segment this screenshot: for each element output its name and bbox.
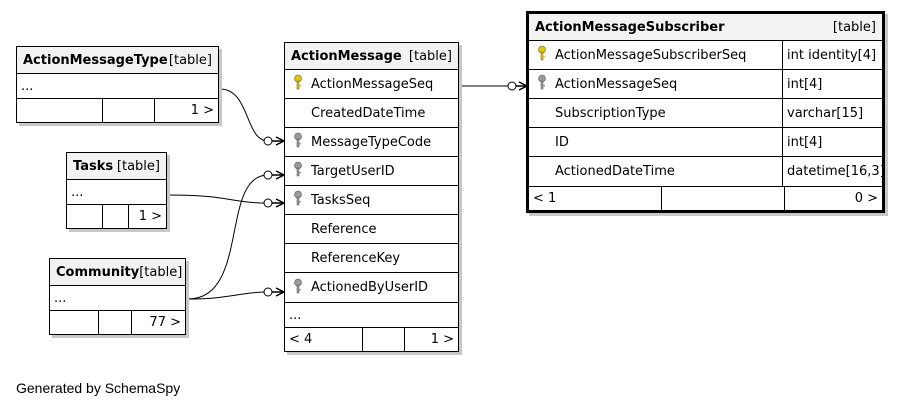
- table-header: ActionMessageType [table]: [17, 47, 218, 74]
- column-row[interactable]: ActionMessageSeq int[4]: [529, 70, 882, 99]
- column-type: int[4]: [782, 70, 882, 98]
- foreign-key-icon: [285, 161, 311, 181]
- parents-count[interactable]: < 4: [285, 328, 363, 351]
- table-header: Tasks [table]: [67, 153, 166, 180]
- table-name: ActionMessageSubscriber: [535, 19, 725, 35]
- parents-count[interactable]: < 1: [529, 187, 662, 210]
- foreign-key-icon: [285, 190, 311, 210]
- column-type: int[4]: [782, 128, 882, 156]
- more-columns: ...: [71, 184, 84, 200]
- table-header: ActionMessage [table]: [285, 43, 458, 70]
- more-columns: ...: [285, 302, 458, 327]
- column-type: datetime[16,3]: [782, 157, 885, 186]
- link-community-actioned: [187, 291, 269, 300]
- column-type: int identity[4]: [782, 41, 882, 69]
- children-count[interactable]: 1 >: [430, 332, 454, 347]
- table-kind: [table]: [168, 52, 212, 68]
- column-name: ID: [555, 134, 569, 150]
- link-tasks: [167, 194, 269, 204]
- column-name: ActionMessageSeq: [555, 76, 678, 92]
- primary-key-icon: [529, 45, 555, 65]
- table-name: ActionMessageType: [23, 52, 168, 68]
- table-footer: < 4 1 >: [285, 327, 458, 351]
- table-footer: 1 >: [67, 204, 166, 228]
- table-community[interactable]: Community [table] ... 77 >: [49, 258, 186, 335]
- table-kind: [table]: [139, 264, 183, 280]
- column-name: ActionedDateTime: [555, 164, 675, 179]
- column-name: ActionMessageSubscriberSeq: [555, 47, 747, 63]
- table-actionmessagesubscriber[interactable]: ActionMessageSubscriber [table] ActionMe…: [526, 11, 885, 213]
- children-count[interactable]: 77 >: [149, 315, 181, 330]
- table-kind: [table]: [408, 48, 452, 64]
- table-footer: < 1 0 >: [529, 186, 882, 210]
- more-columns: ...: [21, 78, 34, 94]
- foreign-key-icon: [529, 74, 555, 94]
- primary-key-icon: [285, 74, 311, 94]
- table-name: Tasks: [73, 158, 114, 174]
- table-tasks[interactable]: Tasks [table] ... 1 >: [66, 152, 167, 229]
- column-row[interactable]: ReferenceKey: [285, 244, 458, 273]
- table-name: Community: [56, 264, 140, 280]
- column-type: varchar[15]: [782, 99, 882, 127]
- column-row[interactable]: ActionedByUserID: [285, 273, 458, 302]
- column-row[interactable]: ActionMessageSubscriberSeq int identity[4…: [529, 41, 882, 70]
- foreign-key-icon: [285, 278, 311, 298]
- table-header: ActionMessageSubscriber [table]: [529, 14, 882, 41]
- column-list: ActionMessageSubscriberSeq int identity[4…: [529, 41, 885, 186]
- column-name: MessageTypeCode: [311, 134, 432, 150]
- column-row[interactable]: MessageTypeCode: [285, 128, 458, 157]
- children-count[interactable]: 1 >: [190, 103, 214, 118]
- table-name: ActionMessage: [291, 48, 402, 64]
- table-header: Community [table]: [50, 259, 185, 286]
- column-row[interactable]: TargetUserID: [285, 157, 458, 186]
- table-kind: [table]: [832, 19, 876, 35]
- column-name: Reference: [311, 221, 377, 237]
- children-count[interactable]: 0 >: [854, 191, 878, 206]
- column-name: ReferenceKey: [311, 250, 401, 266]
- table-actionmessagetype[interactable]: ActionMessageType [table] ... 1 >: [16, 46, 219, 123]
- column-row[interactable]: ActionedDateTime datetime[16,3]: [529, 157, 885, 186]
- foreign-key-icon: [285, 132, 311, 152]
- column-row[interactable]: ActionMessageSeq: [285, 70, 458, 99]
- children-count[interactable]: 1 >: [138, 209, 162, 224]
- table-footer: 77 >: [50, 310, 185, 334]
- link-messagetype: [219, 88, 269, 142]
- column-name: TargetUserID: [311, 163, 395, 179]
- column-row[interactable]: CreatedDateTime: [285, 99, 458, 128]
- column-name: CreatedDateTime: [311, 105, 426, 121]
- table-footer: 1 >: [17, 98, 218, 122]
- column-name: ActionMessageSeq: [311, 76, 434, 92]
- column-row[interactable]: SubscriptionType varchar[15]: [529, 99, 882, 128]
- generated-by-label: Generated by SchemaSpy: [16, 380, 181, 396]
- column-row[interactable]: ID int[4]: [529, 128, 882, 157]
- column-name: SubscriptionType: [555, 105, 666, 121]
- link-community-target: [187, 174, 269, 300]
- column-name: TasksSeq: [311, 192, 371, 208]
- more-columns: ...: [54, 290, 67, 306]
- column-row[interactable]: Reference: [285, 215, 458, 244]
- column-name: ActionedByUserID: [311, 280, 429, 295]
- table-kind: [table]: [116, 158, 160, 174]
- column-row[interactable]: TasksSeq: [285, 186, 458, 215]
